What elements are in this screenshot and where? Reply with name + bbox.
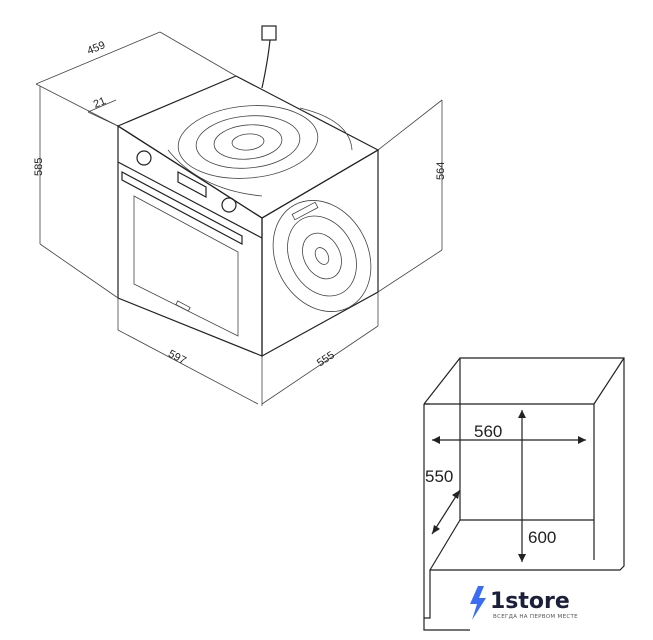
door-handle	[121, 171, 243, 245]
right-knob	[221, 197, 237, 213]
control-strip-edge	[117, 161, 263, 239]
label-564: 564	[435, 162, 447, 180]
side-spiral-pattern	[272, 200, 372, 312]
oven-top-face	[116, 75, 380, 219]
niche-height-label: 600	[528, 528, 556, 547]
brand-name: 1store	[490, 589, 570, 614]
label-21: 21	[92, 95, 108, 111]
top-spiral-pattern	[167, 105, 353, 197]
dimension-597	[117, 298, 263, 406]
lightning-bolt-icon	[470, 586, 486, 620]
power-plug	[261, 25, 277, 41]
brand-tagline: ВСЕГДА НА ПЕРВОМ МЕСТЕ	[493, 614, 578, 620]
left-knob	[136, 150, 152, 166]
label-585: 585	[33, 158, 45, 176]
dimension-555	[261, 292, 379, 405]
dimension-459	[35, 31, 237, 127]
label-459: 459	[86, 39, 108, 57]
brand-logo: 1store ВСЕГДА НА ПЕРВОМ МЕСТЕ	[470, 586, 578, 620]
niche-drawing	[423, 357, 625, 631]
brand-plate	[175, 300, 191, 312]
dimension-21	[87, 99, 119, 127]
niche-depth-label: 550	[425, 467, 453, 486]
dimension-564	[377, 99, 443, 293]
oven-front-panel	[117, 124, 263, 357]
oven-side-face	[261, 148, 379, 358]
door-glass	[133, 195, 239, 337]
label-597: 597	[166, 348, 188, 367]
display-window	[177, 170, 207, 199]
power-cord	[261, 39, 271, 89]
dimension-585	[39, 86, 119, 299]
niche-width-label: 560	[474, 422, 502, 441]
